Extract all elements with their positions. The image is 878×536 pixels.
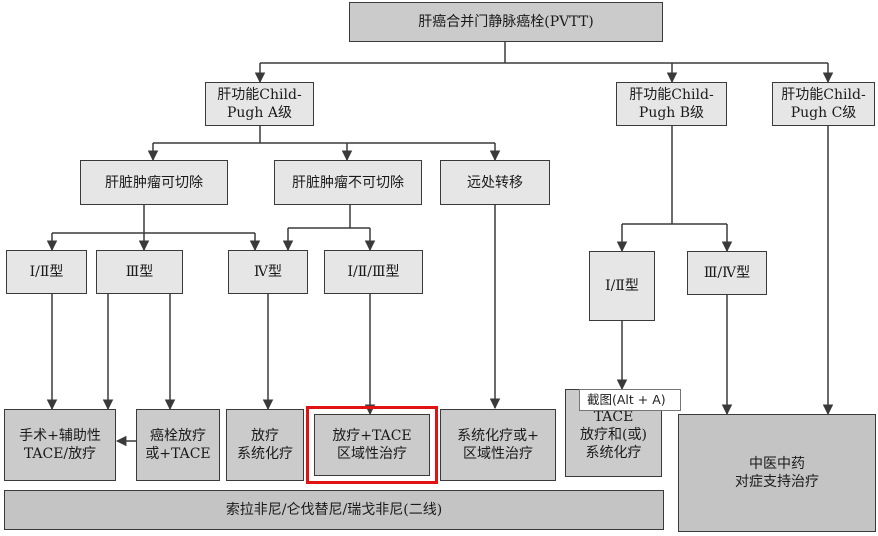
surgery-tace-node: 手术+辅助性 TACE/放疗: [4, 409, 116, 481]
tcm-supportive-node: 中医中药 对症支持治疗: [678, 414, 876, 532]
child-pugh-c-node: 肝功能Child- Pugh C级: [772, 82, 875, 126]
type-iii-iv-node: Ⅲ/Ⅳ型: [687, 251, 767, 295]
type-i-ii-iii-node: Ⅰ/Ⅱ/Ⅲ型: [324, 250, 423, 294]
thrombus-radiotherapy-node: 癌栓放疗 或+TACE: [136, 409, 220, 481]
resectable-node: 肝脏肿瘤可切除: [80, 160, 228, 205]
child-pugh-a-node: 肝功能Child- Pugh A级: [205, 82, 314, 126]
second-line-bar: 索拉非尼/仑伐替尼/瑞戈非尼(二线): [4, 490, 664, 530]
child-pugh-b-node: 肝功能Child- Pugh B级: [616, 82, 727, 126]
systemic-chemo-node: 系统化疗或+ 区域性治疗: [440, 409, 556, 481]
type-i-ii-node: Ⅰ/Ⅱ型: [6, 250, 87, 294]
screenshot-tooltip: 截图(Alt + A): [579, 389, 681, 411]
root-node: 肝癌合并门静脉癌栓(PVTT): [349, 2, 663, 42]
radiotherapy-tace-node: 放疗+TACE 区域性治疗: [314, 414, 430, 476]
type-iii-node: Ⅲ型: [96, 250, 183, 294]
distant-metastasis-node: 远处转移: [440, 160, 550, 205]
type-i-ii-b-node: Ⅰ/Ⅱ型: [589, 251, 655, 321]
unresectable-node: 肝脏肿瘤不可切除: [274, 160, 422, 205]
type-iv-node: Ⅳ型: [228, 250, 308, 294]
highlight-frame: [306, 406, 438, 484]
radiotherapy-chemo-node: 放疗 系统化疗: [226, 409, 304, 481]
